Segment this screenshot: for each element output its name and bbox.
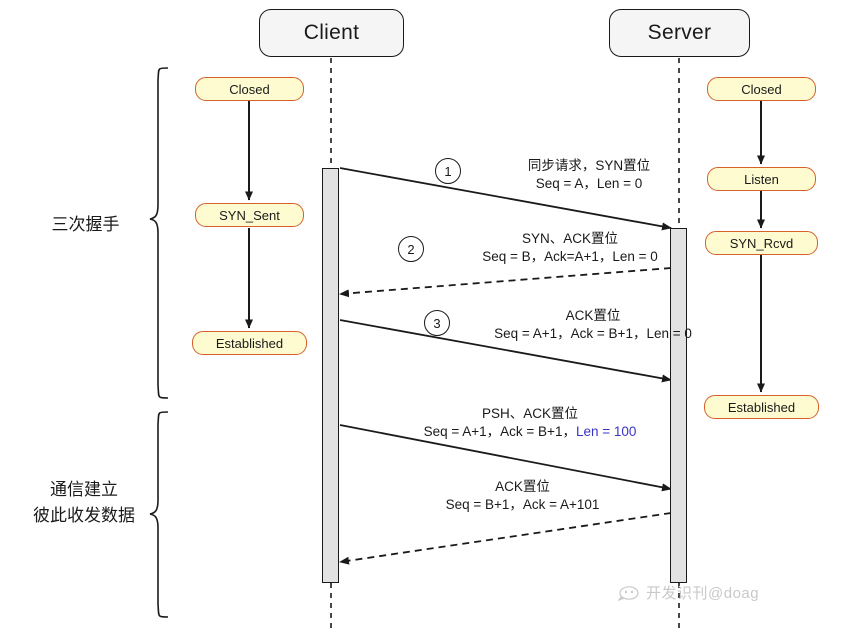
message-line-2: Seq = B，Ack=A+1，Len = 0 [482, 249, 658, 264]
state-box-server-closed[interactable]: Closed [707, 77, 816, 101]
state-box-server-syn-rcvd[interactable]: SYN_Rcvd [705, 231, 818, 255]
brace-data-transfer [149, 411, 169, 618]
message-line-2-highlight: Len = 100 [575, 424, 637, 439]
state-box-client-closed[interactable]: Closed [195, 77, 304, 101]
group-label-line-2: 彼此收发数据 [33, 506, 135, 525]
state-label: Closed [229, 81, 270, 97]
activation-bar-client [322, 168, 339, 583]
step-number: 2 [407, 241, 415, 257]
state-label: SYN_Rcvd [729, 235, 794, 251]
state-box-client-syn-sent[interactable]: SYN_Sent [195, 203, 304, 227]
state-label: Closed [741, 81, 782, 97]
message-line-1: 同步请求，SYN置位 [527, 158, 651, 173]
message-line-1: ACK置位 [495, 479, 550, 494]
state-box-server-listen[interactable]: Listen [707, 167, 816, 191]
state-box-client-established[interactable]: Established [192, 331, 307, 355]
group-label-line-1: 三次握手 [51, 215, 120, 234]
message-line-2: Seq = A，Len = 0 [535, 176, 643, 191]
message-line-2: Seq = B+1，Ack = A+101 [445, 497, 600, 512]
step-number: 1 [444, 163, 452, 179]
participant-server-label: Server [647, 21, 712, 44]
state-box-server-established[interactable]: Established [704, 395, 819, 419]
participant-server[interactable]: Server [609, 9, 750, 57]
message-label-3: ACK置位 Seq = A+1，Ack = B+1，Len = 0 [448, 307, 738, 343]
message-line-1: ACK置位 [565, 308, 621, 323]
message-label-1: 同步请求，SYN置位 Seq = A，Len = 0 [474, 157, 704, 193]
state-label: Established [727, 399, 796, 415]
message-label-5: ACK置位 Seq = B+1，Ack = A+101 [385, 478, 660, 514]
group-label-data-transfer: 通信建立 彼此收发数据 [20, 477, 148, 529]
state-label: Established [215, 335, 284, 351]
message-line-1: SYN、ACK置位 [521, 231, 619, 246]
message-line-2-prefix: Seq = A+1，Ack = B+1， [423, 424, 576, 439]
participant-client[interactable]: Client [259, 9, 404, 57]
brace-handshake [149, 67, 169, 399]
watermark-text: 开发识刊@doag [646, 585, 760, 602]
step-circle-3: 3 [424, 310, 450, 336]
message-arrow-5 [339, 512, 672, 565]
group-label-line-1: 通信建立 [50, 480, 118, 499]
participant-client-label: Client [303, 21, 360, 44]
watermark: 开发识刊@doag [617, 582, 760, 603]
group-label-handshake: 三次握手 [28, 212, 143, 238]
state-label: Listen [744, 171, 779, 187]
message-line-1: PSH、ACK置位 [481, 406, 579, 421]
step-circle-1: 1 [435, 158, 461, 184]
chat-bubble-icon [617, 585, 640, 601]
message-line-2: Seq = A+1，Ack = B+1，Len = 100 [385, 423, 675, 441]
activation-bar-server [670, 228, 687, 583]
message-arrow-2 [339, 267, 672, 298]
step-number: 3 [433, 315, 441, 331]
message-label-2: SYN、ACK置位 Seq = B，Ack=A+1，Len = 0 [430, 230, 710, 266]
message-line-2: Seq = A+1，Ack = B+1，Len = 0 [494, 326, 692, 341]
state-label: SYN_Sent [219, 207, 280, 223]
step-circle-2: 2 [398, 236, 424, 262]
message-label-4: PSH、ACK置位 Seq = A+1，Ack = B+1，Len = 100 [385, 405, 675, 441]
